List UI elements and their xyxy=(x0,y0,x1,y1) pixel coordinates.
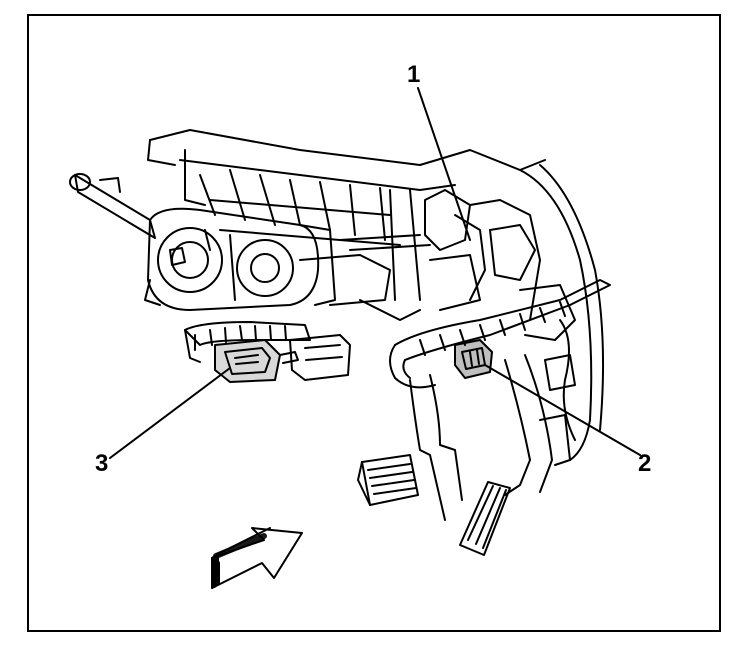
firewall-panel xyxy=(429,164,605,461)
instrument-panel-structure xyxy=(147,129,546,306)
brake-pedal xyxy=(357,374,463,521)
component-2-connector xyxy=(454,339,493,379)
wiring-harness xyxy=(359,279,611,389)
callout-2: 2 xyxy=(638,450,652,477)
leader-line-3 xyxy=(109,367,231,459)
steering-column xyxy=(69,173,336,311)
callout-1: 1 xyxy=(407,61,421,88)
callout-3: 3 xyxy=(95,450,109,477)
leader-lines xyxy=(109,87,641,459)
component-3-switch xyxy=(184,321,351,383)
leader-line-1 xyxy=(417,87,471,241)
accelerator-pedal xyxy=(459,354,571,556)
diagram-frame xyxy=(27,14,721,632)
view-direction-arrow-icon xyxy=(211,527,303,589)
leader-line-2 xyxy=(484,364,641,456)
